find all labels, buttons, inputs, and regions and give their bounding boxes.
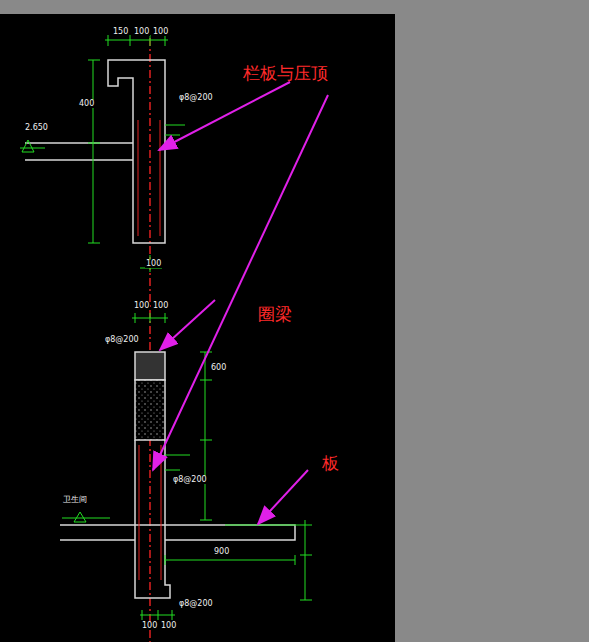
dimension-text: 400 [78, 100, 95, 108]
dimension-text: 900 [213, 548, 230, 556]
callout-label: 栏板与压顶 [243, 65, 328, 82]
dimension-text: 100 [152, 28, 169, 36]
dimension-text: φ8@200 [178, 94, 214, 102]
dimension-text: 卫生间 [62, 496, 88, 504]
dimension-text: 100 [160, 622, 177, 630]
dimension-text: φ8@200 [172, 476, 208, 484]
callout-label: 板 [322, 455, 339, 472]
dimension-text: 100 [133, 28, 150, 36]
dimension-text: φ8@200 [104, 336, 140, 344]
dimension-text: 100 [141, 622, 158, 630]
dimension-text: 150 [112, 28, 129, 36]
dimension-text: 2.650 [24, 124, 49, 132]
dimension-text: φ8@200 [178, 600, 214, 608]
cad-canvas [0, 14, 395, 642]
dimension-text: 100 [152, 302, 169, 310]
callout-label: 圈梁 [258, 306, 292, 323]
dimension-text: 100 [145, 260, 162, 268]
dimension-text: 100 [133, 302, 150, 310]
dimension-text: 600 [210, 364, 227, 372]
